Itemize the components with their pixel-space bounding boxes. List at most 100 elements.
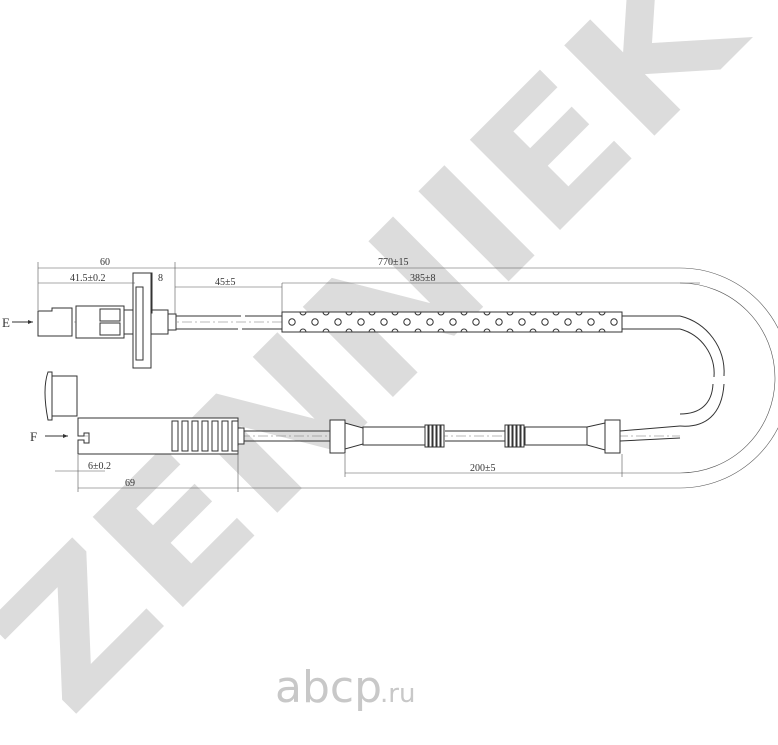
strip-hole <box>564 318 572 326</box>
connector-plug <box>37 307 73 337</box>
sleeve-ribs <box>424 424 445 448</box>
sleeve-right <box>524 426 588 446</box>
arrow-head-icon <box>28 320 33 324</box>
strip-notch <box>506 311 514 316</box>
cable-loop <box>679 328 715 378</box>
cable <box>619 437 681 442</box>
sleeve-rib <box>424 424 429 448</box>
sleeve-rib <box>516 424 521 448</box>
grommet-left <box>329 419 346 454</box>
strip-notch <box>483 328 491 333</box>
dim-385: 385±8 <box>410 273 436 284</box>
strip-hole <box>449 318 457 326</box>
strip-hole <box>288 318 296 326</box>
dim-6: 6±0.2 <box>88 461 111 472</box>
dim-69: 69 <box>125 478 135 489</box>
strip-notch <box>575 311 583 316</box>
strip-notch <box>391 328 399 333</box>
strip-notch <box>299 311 307 316</box>
strip-notch <box>414 311 422 316</box>
latch-lower <box>99 322 121 336</box>
sleeve-rib <box>432 424 437 448</box>
grip-rib <box>211 420 219 452</box>
strip-hole <box>587 318 595 326</box>
dimensions: 60 41.5±0.2 8 45±5 385±8 770±15 6±0.2 69… <box>37 257 778 492</box>
grommet-right <box>604 419 621 454</box>
strip-notch <box>437 328 445 333</box>
strip-notch <box>529 328 537 333</box>
strip-notch <box>552 328 560 333</box>
abcp-logo: abcp .ru <box>275 662 415 713</box>
strain-relief <box>167 313 177 331</box>
sleeve-rib <box>508 424 513 448</box>
strip-notch <box>345 311 353 316</box>
sleeve-rib <box>504 424 509 448</box>
strip-notch <box>552 311 560 316</box>
logo-suffix: .ru <box>380 679 415 709</box>
strip-hole <box>518 318 526 326</box>
cable-loop <box>679 315 725 377</box>
view-f: F <box>30 417 681 455</box>
dim-45: 45±5 <box>215 277 236 288</box>
strip-notch <box>529 311 537 316</box>
strip-notch <box>460 328 468 333</box>
logo-main: abcp <box>275 662 382 713</box>
flange-edge <box>150 272 153 314</box>
strip-notch <box>506 328 514 333</box>
strip-hole <box>426 318 434 326</box>
grip-rib <box>201 420 209 452</box>
cable-loop <box>679 383 725 427</box>
latch-upper <box>99 308 121 322</box>
sleeve-rib <box>512 424 517 448</box>
strip-notch <box>483 311 491 316</box>
strip-notch <box>598 328 606 333</box>
sleeve-rib <box>428 424 433 448</box>
strip-notch <box>368 311 376 316</box>
strip-hole <box>495 318 503 326</box>
grommet-cone <box>344 422 364 450</box>
strip-notch <box>460 311 468 316</box>
strip-notch <box>368 328 376 333</box>
sensor-neck <box>237 427 245 445</box>
sensor-grip <box>171 420 239 452</box>
strip-notch <box>299 328 307 333</box>
strip-hole <box>610 318 618 326</box>
protective-cap <box>44 371 78 421</box>
dim-8: 8 <box>158 273 163 284</box>
strip-notch <box>322 328 330 333</box>
strip-hole <box>541 318 549 326</box>
sleeve-ribs <box>504 424 525 448</box>
strip-hole <box>357 318 365 326</box>
sleeve-rib <box>520 424 525 448</box>
view-e: E <box>2 272 725 427</box>
strip-hole <box>403 318 411 326</box>
strip-notch <box>575 328 583 333</box>
grip-rib <box>171 420 179 452</box>
dim-60: 60 <box>100 257 110 268</box>
grip-rib <box>181 420 189 452</box>
sleeve-rib <box>436 424 441 448</box>
grip-rib <box>231 420 239 452</box>
cable <box>619 425 681 432</box>
strip-notch <box>345 328 353 333</box>
flange-inner <box>135 286 144 361</box>
cable-loop <box>679 383 714 415</box>
strip-hole <box>311 318 319 326</box>
dim-200: 200±5 <box>470 463 496 474</box>
arrow-head-icon <box>63 434 68 438</box>
dim-41-5: 41.5±0.2 <box>70 273 106 284</box>
strip-notch <box>437 311 445 316</box>
strip-notch <box>598 311 606 316</box>
strip-hole <box>472 318 480 326</box>
strip-hole <box>334 318 342 326</box>
grip-rib <box>221 420 229 452</box>
view-e-label: E <box>2 315 10 330</box>
strip-notch <box>391 311 399 316</box>
sleeve-rib <box>440 424 445 448</box>
strip-notch <box>414 328 422 333</box>
strip-hole <box>380 318 388 326</box>
grip-rib <box>191 420 199 452</box>
